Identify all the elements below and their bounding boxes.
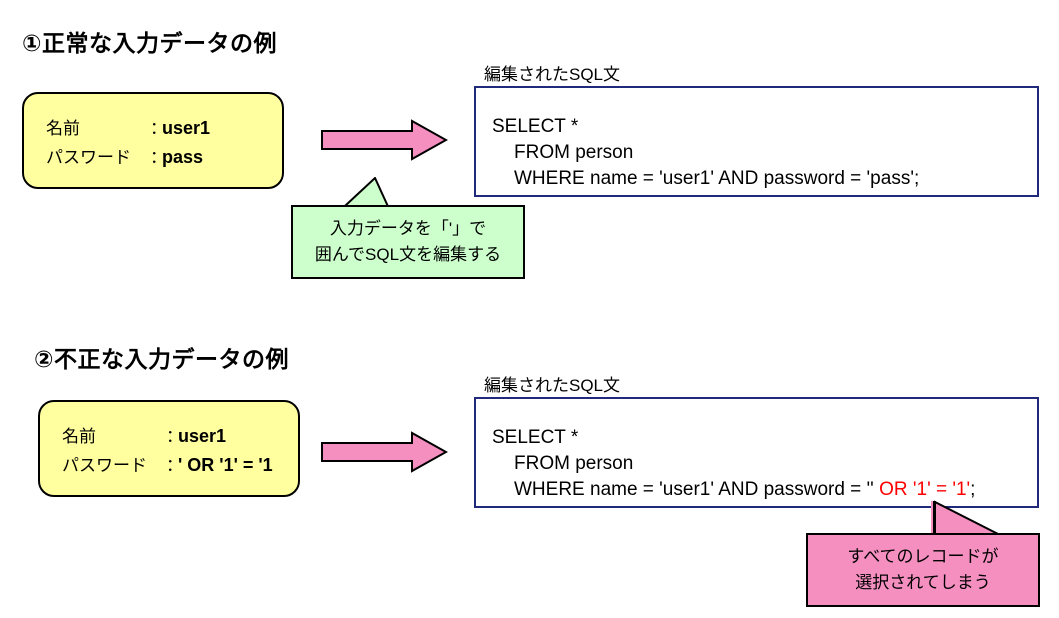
input-row-password-malicious: パスワード ： ' OR '1' = '1	[62, 451, 273, 476]
sql-lines-normal: SELECT * FROM person WHERE name = 'user1…	[492, 114, 919, 192]
input-colon-password-malicious: ：	[166, 455, 183, 475]
input-data-box-normal: 名前 ： user1 パスワード ： pass	[22, 92, 284, 189]
flow-arrow-malicious-icon	[321, 431, 448, 473]
sql-statement-box-malicious: SELECT * FROM person WHERE name = 'user1…	[474, 397, 1039, 508]
pink-callout-line-1: すべてのレコードが	[847, 547, 999, 566]
input-label-name: 名前	[46, 118, 80, 138]
input-value-name: user1	[162, 117, 211, 138]
input-label-name-malicious: 名前	[62, 426, 96, 446]
input-label-password: パスワード	[46, 147, 131, 167]
sql-injection-highlight: OR '1' = '1'	[879, 479, 971, 500]
section-title-malicious: ②不正な入力データの例	[34, 346, 289, 372]
input-label-password-malicious: パスワード	[62, 455, 147, 475]
section-title-normal: ①正常な入力データの例	[22, 30, 277, 56]
sql-caption-normal: 編集されたSQL文	[484, 65, 621, 84]
sql-line-where: WHERE name = 'user1' AND password = 'pas…	[514, 168, 920, 189]
input-colon-name: ：	[150, 118, 167, 138]
sql-line-from: FROM person	[514, 142, 634, 163]
sql-where-prefix: WHERE name = 'user1' AND password = ''	[514, 479, 880, 500]
input-value-name-malicious: user1	[178, 425, 227, 446]
input-colon-name-malicious: ：	[166, 426, 183, 446]
green-callout-line-2: 囲んでSQL文を編集する	[314, 245, 502, 264]
input-row-name: 名前 ： user1	[46, 114, 210, 139]
flow-arrow-normal-icon	[321, 119, 448, 161]
green-callout-box: 入力データを「'」で 囲んでSQL文を編集する	[291, 205, 525, 279]
pink-callout-box: すべてのレコードが 選択されてしまう	[806, 533, 1040, 607]
input-row-name-malicious: 名前 ： user1	[62, 422, 273, 447]
input-rows-normal: 名前 ： user1 パスワード ： pass	[46, 114, 210, 168]
sql-lines-malicious: SELECT * FROM person WHERE name = 'user1…	[492, 425, 975, 503]
pink-callout-line-2: 選択されてしまう	[855, 573, 991, 592]
input-colon-password: ：	[150, 147, 167, 167]
sql-line-where-malicious: WHERE name = 'user1' AND password = '' O…	[492, 477, 975, 503]
sql-caption-malicious: 編集されたSQL文	[484, 376, 621, 395]
input-data-box-malicious: 名前 ： user1 パスワード ： ' OR '1' = '1	[38, 400, 300, 497]
sql-line-select: SELECT *	[492, 116, 579, 137]
input-value-password: pass	[162, 146, 204, 167]
input-value-password-malicious: ' OR '1' = '1	[178, 454, 273, 475]
sql-line-select-malicious: SELECT *	[492, 427, 579, 448]
sql-where-suffix: ;	[970, 479, 976, 500]
input-rows-malicious: 名前 ： user1 パスワード ： ' OR '1' = '1	[62, 422, 273, 476]
sql-line-from-malicious: FROM person	[514, 453, 634, 474]
input-row-password: パスワード ： pass	[46, 143, 210, 168]
green-callout-line-1: 入力データを「'」で	[329, 219, 487, 238]
sql-statement-box-normal: SELECT * FROM person WHERE name = 'user1…	[474, 86, 1039, 197]
